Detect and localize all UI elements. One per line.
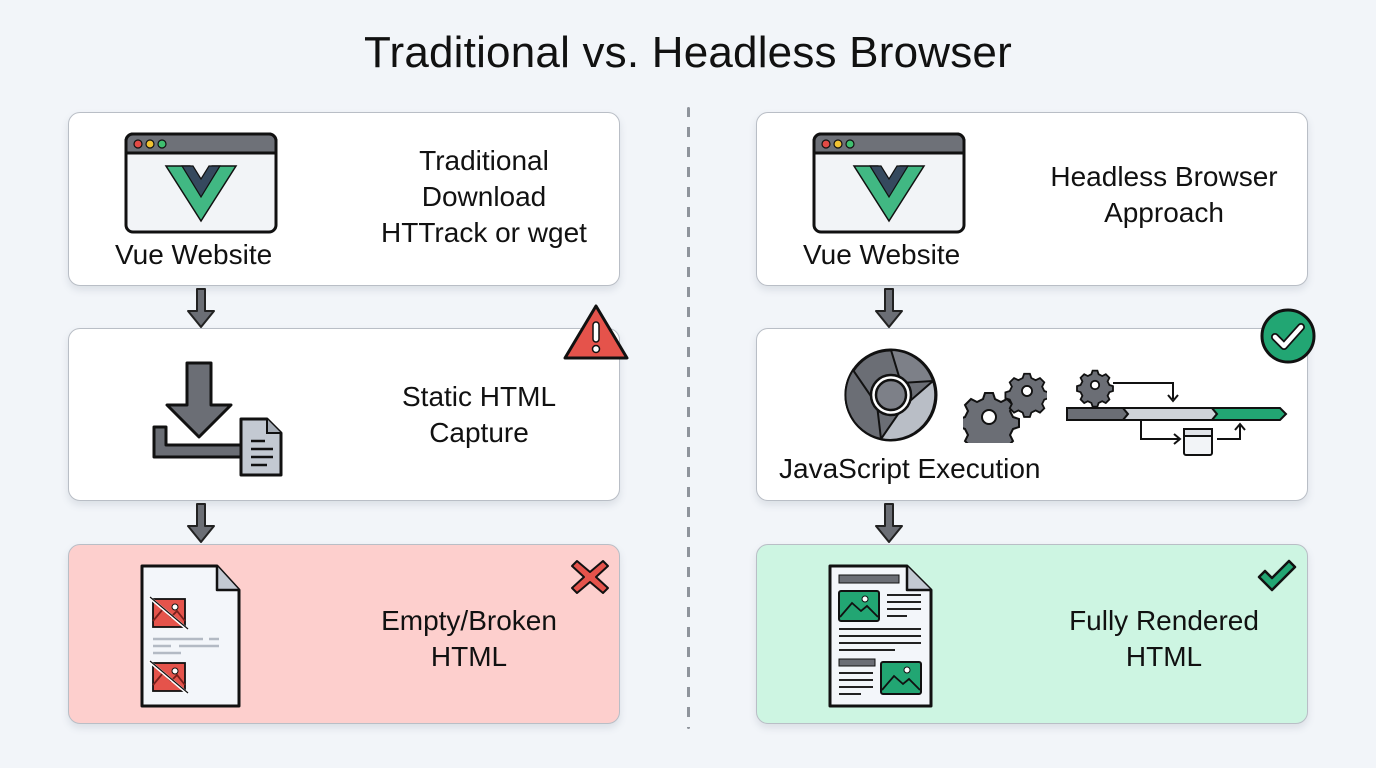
chrome-browser-icon — [844, 348, 938, 442]
text-line: Approach — [1104, 197, 1224, 228]
text-line: Download — [421, 181, 547, 212]
text-line: Static HTML — [401, 381, 557, 412]
js-execution-label: JavaScript Execution — [779, 453, 1041, 484]
text-line: Headless Browser — [1050, 161, 1278, 192]
traditional-download-text: Traditional Download HTTrack or wget — [359, 143, 609, 251]
render-pipeline-icon — [1066, 369, 1288, 456]
traditional-source-card: Vue Website Traditional Download HTTrack… — [68, 112, 620, 286]
headless-approach-text: Headless Browser Approach — [1019, 159, 1309, 231]
down-arrow-icon — [875, 503, 903, 543]
text-line: HTTrack or wget — [381, 217, 587, 248]
down-arrow-icon — [187, 288, 215, 328]
rendered-html-card: Fully Rendered HTML — [756, 544, 1308, 724]
text-line: HTML — [1125, 641, 1203, 672]
broken-html-text: Empty/Broken HTML — [349, 603, 589, 675]
rendered-document-icon — [828, 564, 933, 708]
vue-website-label: Vue Website — [803, 239, 961, 270]
text-line: Capture — [429, 417, 529, 448]
broken-html-card: Empty/Broken HTML — [68, 544, 620, 724]
x-mark-icon — [571, 560, 609, 594]
down-arrow-icon — [187, 503, 215, 543]
text-line: HTML — [430, 641, 508, 672]
text-line: Traditional — [419, 145, 549, 176]
vue-browser-window-icon — [124, 132, 278, 234]
rendered-html-text: Fully Rendered HTML — [1019, 603, 1309, 675]
text-line: Fully Rendered — [1069, 605, 1259, 636]
text-line: Empty/Broken — [381, 605, 557, 636]
warning-triangle-icon — [563, 304, 629, 360]
static-capture-card: Static HTML Capture — [68, 328, 620, 501]
vue-website-label: Vue Website — [115, 239, 273, 270]
headless-source-card: Vue Website Headless Browser Approach — [756, 112, 1308, 286]
static-capture-text: Static HTML Capture — [359, 379, 599, 451]
download-tray-document-icon — [152, 361, 283, 477]
check-mark-icon — [1257, 559, 1297, 592]
vue-browser-window-icon — [812, 132, 966, 234]
gears-icon — [963, 372, 1047, 443]
js-execution-card: JavaScript Execution — [756, 328, 1308, 501]
down-arrow-icon — [875, 288, 903, 328]
diagram-title: Traditional vs. Headless Browser — [364, 28, 1012, 77]
check-circle-icon — [1260, 308, 1316, 364]
broken-document-icon — [140, 564, 241, 708]
column-divider — [687, 107, 690, 729]
